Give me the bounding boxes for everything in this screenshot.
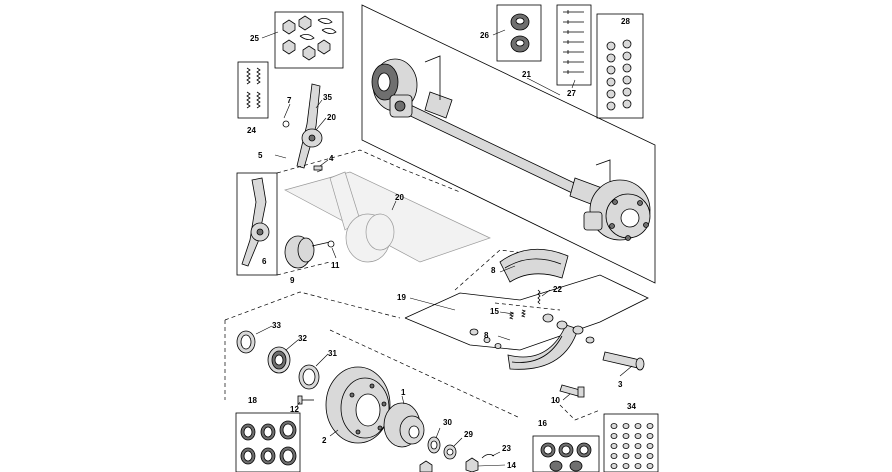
part-16-seal-kit (540, 442, 592, 472)
part-6-slack-adjuster (241, 177, 270, 267)
callout-25: 25 (250, 34, 259, 43)
part-27-bolts (563, 10, 584, 74)
callout-10: 10 (551, 396, 560, 405)
callout-28: 28 (621, 17, 630, 26)
callout-2: 2 (322, 436, 327, 445)
axle-beam-drawing (371, 55, 651, 241)
callout-11: 11 (331, 261, 340, 270)
callout-33: 33 (272, 321, 281, 330)
callout-16: 16 (538, 419, 547, 428)
part-10-bolt (559, 384, 585, 398)
callout-12: 12 (290, 405, 299, 414)
callout-27: 27 (567, 89, 576, 98)
slack-adjuster-drawing (274, 83, 323, 173)
part-9-brake-chamber (284, 235, 335, 269)
callout-8-upper: 8 (491, 266, 496, 275)
part-33-seal (236, 330, 256, 354)
callout-34: 34 (627, 402, 636, 411)
callout-8-lower: 8 (484, 331, 489, 340)
part-26-bushings (510, 13, 530, 53)
part-2-brake-drum (325, 366, 391, 444)
callout-24: 24 (247, 126, 256, 135)
background-axle-ghost (284, 171, 491, 263)
callout-20-lower: 20 (395, 193, 404, 202)
callout-23: 23 (502, 444, 511, 453)
part-25-nuts-clips (282, 15, 337, 61)
callout-6: 6 (262, 257, 267, 266)
part-31-race (298, 364, 320, 390)
callout-9: 9 (290, 276, 295, 285)
part-34-hardware-kit (610, 423, 654, 469)
part-12-stud (297, 395, 314, 405)
part-18-seal-kit (240, 420, 297, 466)
callout-4: 4 (329, 154, 334, 163)
part-nut-small (419, 460, 433, 472)
callout-3: 3 (618, 380, 623, 389)
callout-26: 26 (480, 31, 489, 40)
callout-1: 1 (401, 388, 406, 397)
callout-30: 30 (443, 418, 452, 427)
callout-21: 21 (522, 70, 531, 79)
part-24-springs (246, 67, 261, 109)
part-32-bearing (267, 346, 291, 374)
callout-7: 7 (287, 96, 292, 105)
callout-29: 29 (464, 430, 473, 439)
axle-assembly-panel (361, 4, 656, 284)
brake-shoe-region (404, 248, 649, 370)
callout-5: 5 (258, 151, 263, 160)
callout-19: 19 (397, 293, 406, 302)
callout-20-upper: 20 (327, 113, 336, 122)
callout-22: 22 (553, 285, 562, 294)
callout-31: 31 (328, 349, 337, 358)
callout-labels: 25 26 28 21 27 24 7 35 20 5 4 20 6 9 11 … (247, 17, 636, 470)
callout-18: 18 (248, 396, 257, 405)
callout-14: 14 (507, 461, 516, 470)
part-30-bearing (427, 436, 441, 454)
part-28-nuts (606, 39, 632, 111)
part-29-washer (443, 444, 457, 460)
leader-lines (255, 29, 633, 467)
callout-15: 15 (490, 307, 499, 316)
callout-32: 32 (298, 334, 307, 343)
callout-35: 35 (323, 93, 332, 102)
part-1-hub (383, 402, 425, 448)
part-3-camshaft (602, 351, 645, 371)
part-14-nut (465, 457, 479, 472)
